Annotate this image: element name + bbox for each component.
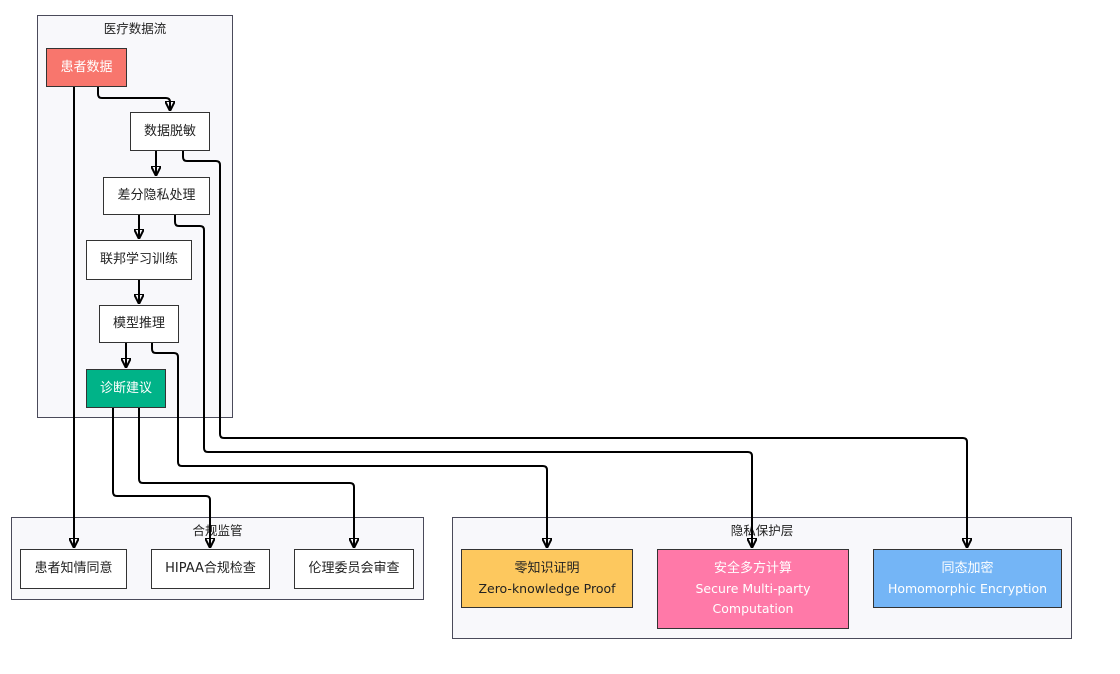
node-data-deidentification[interactable]: 数据脱敏 [130, 112, 210, 151]
edge-inference-to-zkp [151, 343, 547, 547]
node-patient-consent[interactable]: 患者知情同意 [20, 549, 127, 589]
node-homomorphic-encryption[interactable]: 同态加密 Homomorphic Encryption [873, 549, 1062, 608]
node-label: 患者数据 [60, 59, 113, 75]
edge-diagnosis-to-ethics [138, 408, 354, 547]
node-sublabel: Secure Multi-party [695, 581, 811, 596]
node-label: 联邦学习训练 [99, 252, 178, 267]
node-label: 零知识证明 [514, 560, 580, 576]
node-label: 数据脱敏 [143, 123, 196, 139]
node-patient-data[interactable]: 患者数据 [46, 48, 127, 87]
node-sublabel-2: Computation [712, 601, 794, 616]
node-label: 诊断建议 [99, 380, 152, 396]
node-label: 患者知情同意 [34, 561, 113, 576]
node-diagnosis-suggestion[interactable]: 诊断建议 [86, 369, 166, 408]
node-sublabel: Homomorphic Encryption [887, 580, 1048, 596]
cluster-title-medical-data-flow: 医疗数据流 [103, 21, 167, 36]
node-label: 模型推理 [112, 316, 165, 331]
node-differential-privacy[interactable]: 差分隐私处理 [103, 177, 210, 215]
node-zero-knowledge-proof[interactable]: 零知识证明 Zero-knowledge Proof [461, 549, 633, 608]
node-hipaa-check[interactable]: HIPAA合规检查 [151, 549, 270, 589]
node-label: 同态加密 [941, 560, 994, 576]
cluster-title-privacy-layer: 隐私保护层 [730, 523, 794, 538]
node-label: 差分隐私处理 [117, 188, 196, 203]
edge-deidentify-to-he [182, 151, 967, 547]
node-label: 安全多方计算 [713, 561, 792, 576]
edge-diffprivacy-to-smpc [174, 215, 752, 547]
node-label: 伦理委员会审查 [308, 561, 400, 576]
node-secure-multiparty-computation[interactable]: 安全多方计算 Secure Multi-party Computation [657, 549, 849, 629]
node-sublabel: Zero-knowledge Proof [478, 580, 616, 596]
node-ethics-review[interactable]: 伦理委员会审查 [294, 549, 414, 589]
node-label: HIPAA合规检查 [165, 561, 256, 576]
node-model-inference[interactable]: 模型推理 [99, 305, 179, 343]
node-federated-learning[interactable]: 联邦学习训练 [86, 240, 192, 280]
edge-patient-to-deidentify [97, 87, 170, 110]
edge-diagnosis-to-hipaa [112, 408, 210, 547]
cluster-title-compliance: 合规监管 [192, 523, 243, 538]
